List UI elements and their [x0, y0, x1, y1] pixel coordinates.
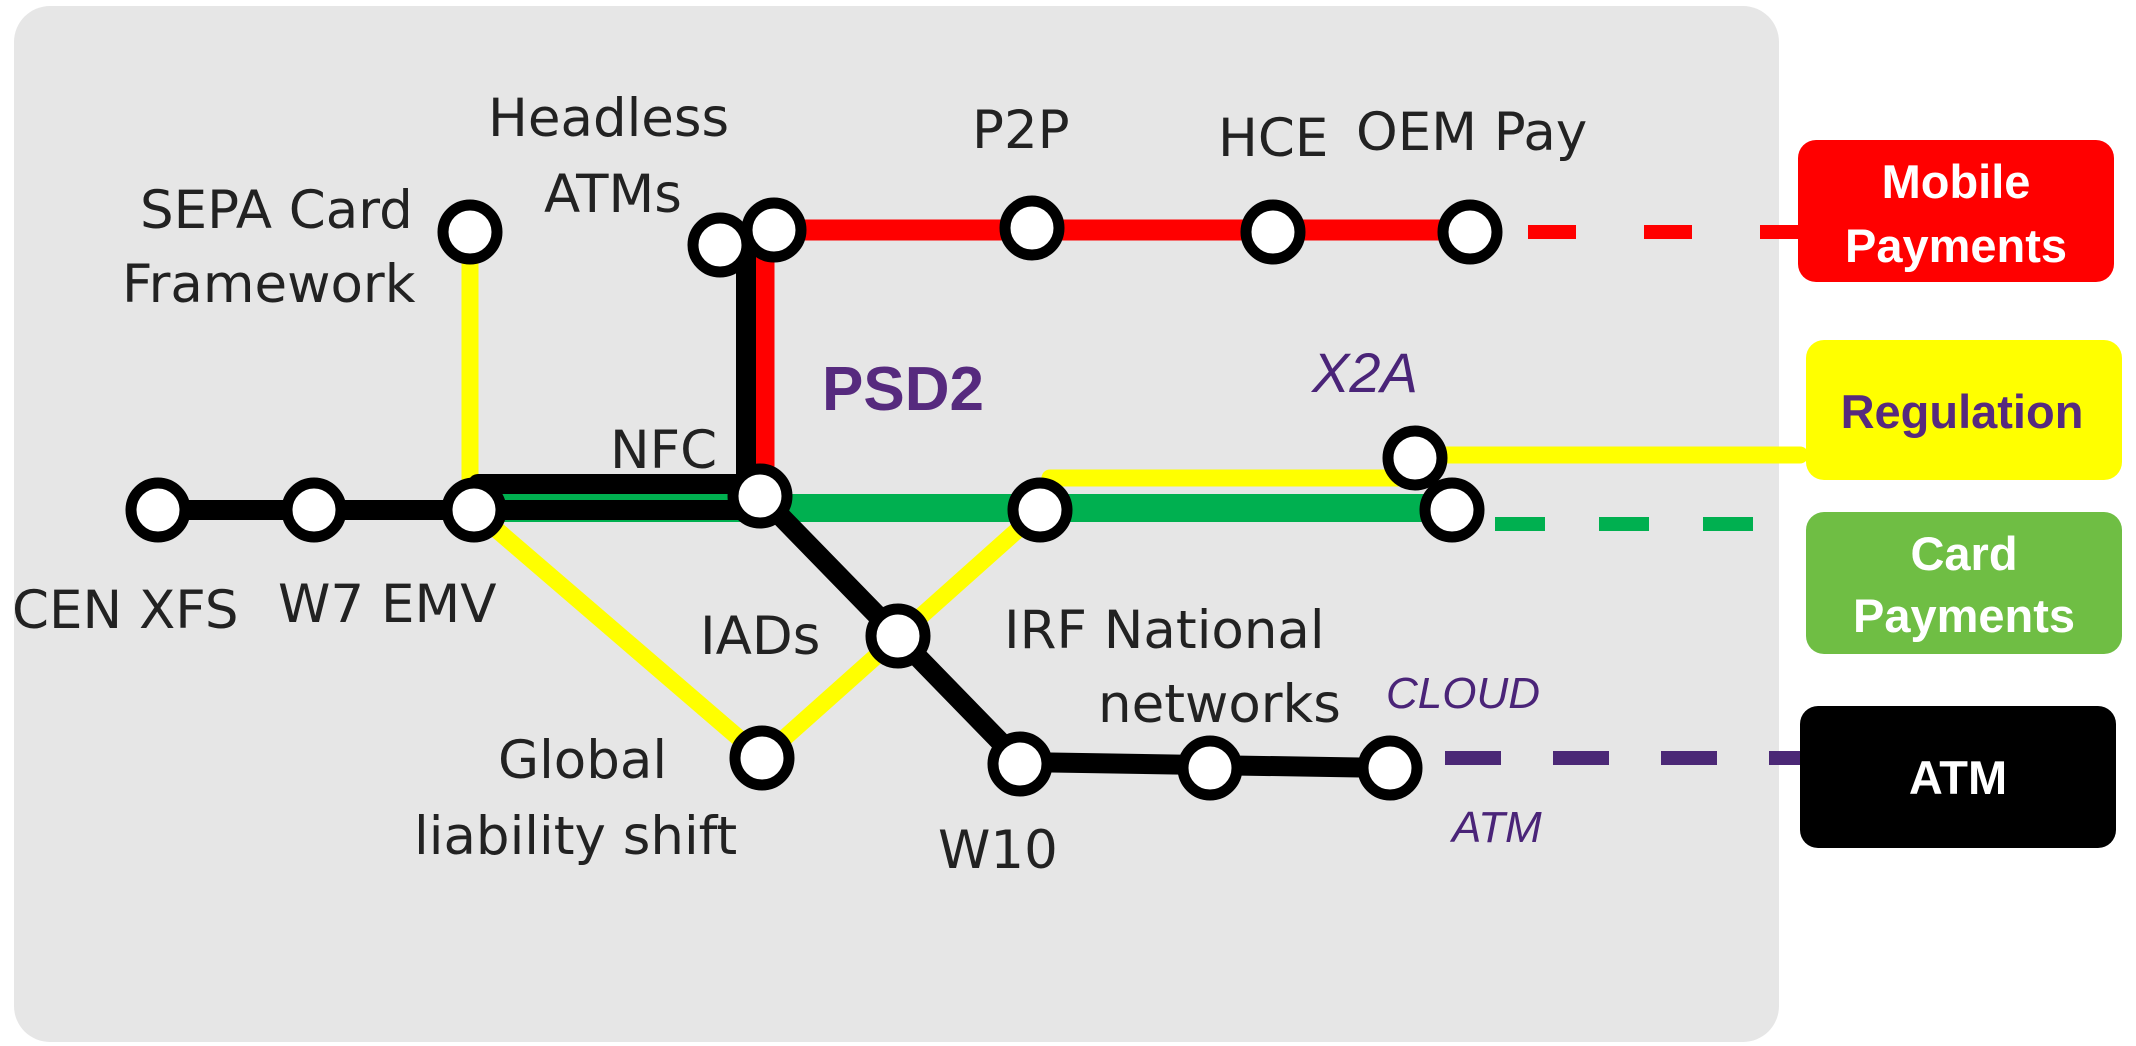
- station-emv: [441, 477, 507, 543]
- label-global-line2: liability shift: [414, 806, 737, 867]
- label-sepa-line1: SEPA Card: [140, 180, 413, 241]
- station-cloud-atm: [1357, 735, 1423, 801]
- station-x2a-a: [1382, 425, 1448, 491]
- station-irf-national-networks: [1177, 735, 1243, 801]
- label-nfc: NFC: [610, 420, 717, 481]
- label-global-line1: Global: [498, 730, 667, 791]
- legend-item-atm: ATM: [1800, 706, 2116, 848]
- legend-swatch-mobile-payments: [1798, 140, 2114, 282]
- label-sepa-line2: Framework: [122, 254, 416, 315]
- legend-label-mobile-payments-line2: Payments: [1845, 219, 2067, 272]
- station-headless-atms-b: [741, 197, 807, 263]
- legend-label-mobile-payments-line1: Mobile: [1882, 155, 2031, 208]
- label-p2p: P2P: [972, 100, 1070, 161]
- legend-swatch-card-payments: [1806, 512, 2122, 654]
- stations: [125, 195, 1503, 801]
- label-w7-emv: W7 EMV: [278, 574, 496, 635]
- legend-label-regulation: Regulation: [1841, 385, 2084, 438]
- label-headless-line1: Headless: [488, 88, 729, 149]
- legend-item-mobile-payments: Mobile Payments: [1798, 140, 2114, 282]
- label-oem-pay: OEM Pay: [1356, 102, 1587, 163]
- station-nfc: [727, 463, 793, 529]
- label-w10: W10: [938, 820, 1058, 881]
- station-w10: [987, 731, 1053, 797]
- label-hce: HCE: [1218, 108, 1328, 169]
- label-irf-line1: IRF National: [1004, 600, 1325, 661]
- legend-item-card-payments: Card Payments: [1806, 512, 2122, 654]
- station-sepa-card-framework: [437, 199, 503, 265]
- legend-label-atm: ATM: [1909, 751, 2007, 804]
- station-global-liability-shift: [729, 725, 795, 791]
- station-iads: [865, 603, 931, 669]
- legend-swatch-regulation: [1806, 340, 2122, 480]
- station-cen-xfs: [125, 477, 191, 543]
- station-hce: [1240, 199, 1306, 265]
- legend-label-card-payments-line2: Payments: [1853, 589, 2075, 642]
- station-p2p: [999, 195, 1065, 261]
- label-iads: IADs: [700, 606, 820, 667]
- label-psd2: PSD2: [822, 355, 984, 424]
- legend: Mobile Payments Regulation Card Payments…: [1798, 140, 2122, 848]
- station-irf-junction: [1007, 477, 1073, 543]
- legend-swatch-atm: [1800, 706, 2116, 848]
- legend-item-regulation: Regulation: [1806, 340, 2122, 480]
- label-cen-xfs: CEN XFS: [12, 580, 239, 641]
- label-headless-line2: ATMs: [544, 164, 682, 225]
- station-labels: CEN XFS W7 EMV SEPA Card Framework Headl…: [12, 88, 1587, 881]
- station-headless-atms-a: [687, 212, 753, 278]
- diagram-background: [14, 6, 1779, 1042]
- label-irf-line2: networks: [1098, 674, 1341, 735]
- station-w7: [281, 477, 347, 543]
- annotations: PSD2 X2A CLOUD ATM: [822, 341, 1542, 852]
- legend-label-card-payments-line1: Card: [1910, 527, 2017, 580]
- label-atm-annotation: ATM: [1449, 803, 1542, 852]
- station-oem-pay: [1437, 199, 1503, 265]
- label-cloud: CLOUD: [1386, 669, 1540, 718]
- label-x2a: X2A: [1310, 341, 1418, 404]
- station-x2a-b: [1419, 477, 1485, 543]
